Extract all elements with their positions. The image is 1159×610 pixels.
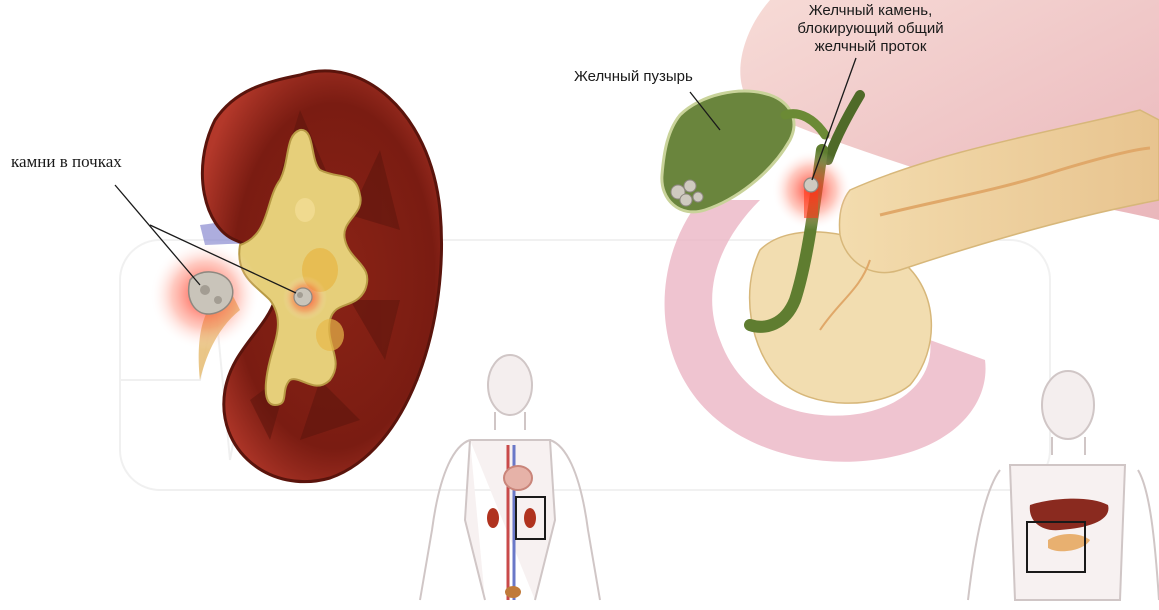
kidney-stone-large xyxy=(189,272,233,314)
blocking-gallstone xyxy=(804,178,818,192)
gallbladder-label: Желчный пузырь xyxy=(574,68,693,86)
blocking-gallstone-label-line-1: Желчный камень, xyxy=(778,2,963,20)
heart xyxy=(504,466,532,490)
body-figure-kidney xyxy=(420,355,600,600)
body-figure-gallbladder xyxy=(968,371,1159,600)
blocking-gallstone-label-line-2: блокирующий общий xyxy=(778,20,963,38)
blocking-gallstone-label: Желчный камень, блокирующий общий желчны… xyxy=(778,2,963,56)
blocking-gallstone-label-line-3: желчный проток xyxy=(778,38,963,56)
kidney-stone-small xyxy=(294,288,312,306)
kidney-stones-label: камни в почках xyxy=(11,152,122,172)
calyx xyxy=(295,198,315,222)
calyx xyxy=(316,319,344,351)
kidney-illustration xyxy=(115,71,442,482)
